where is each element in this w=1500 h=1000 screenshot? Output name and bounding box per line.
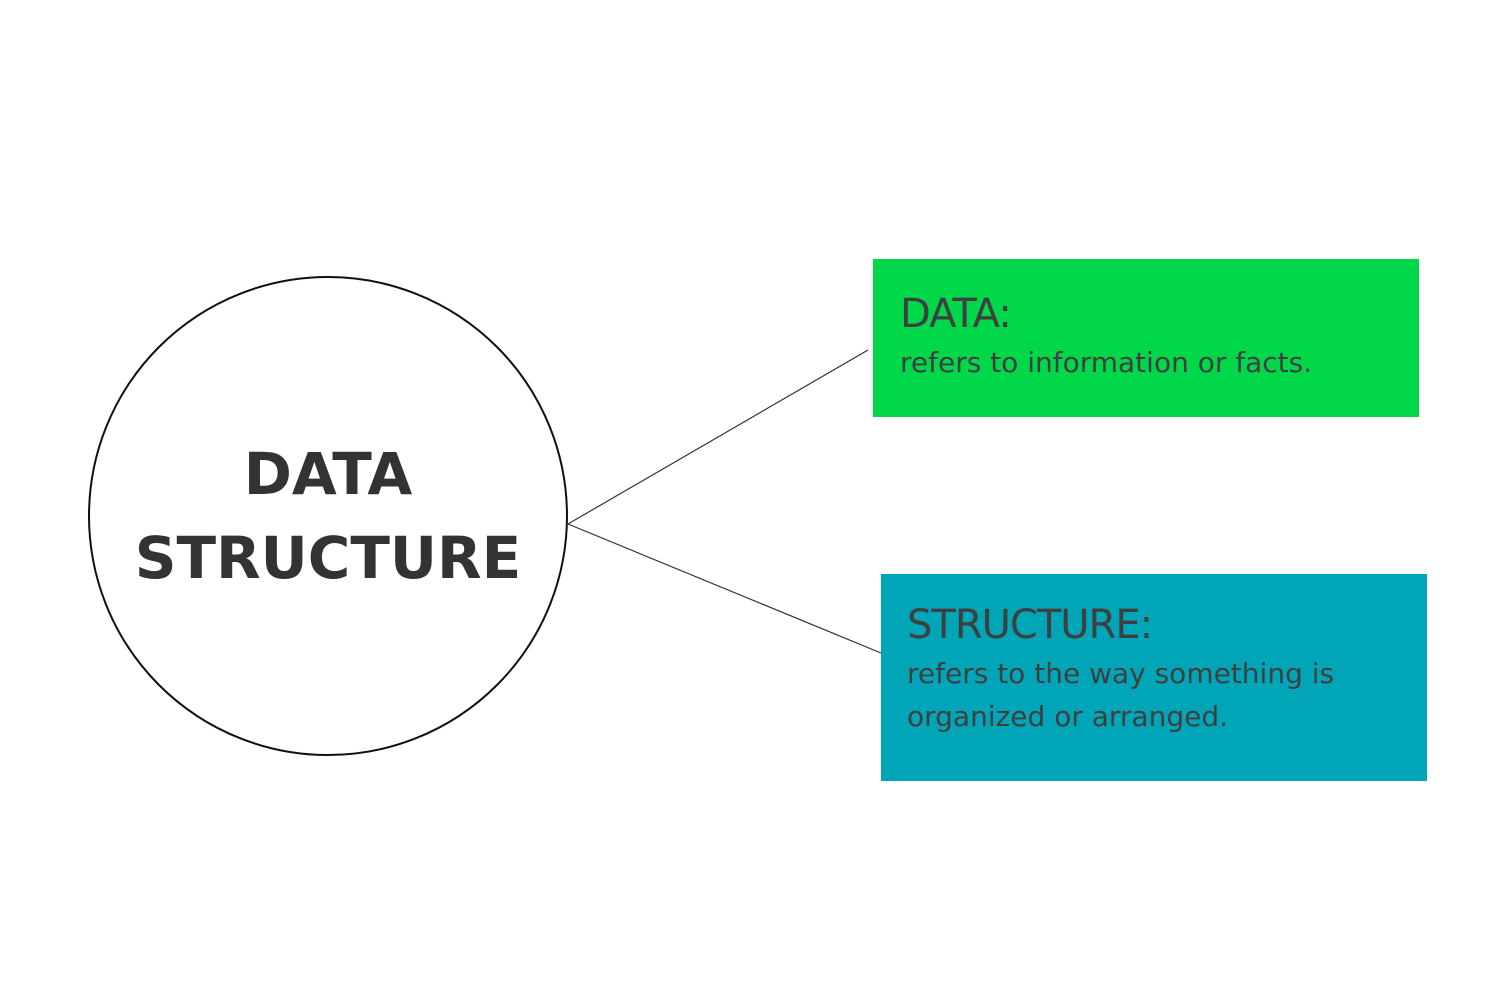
data-definition-text: refers to information or facts. <box>900 346 1313 379</box>
center-label-line-1: DATA <box>243 440 413 508</box>
data-definition-title: DATA: <box>900 291 1012 337</box>
center-circle: DATA STRUCTURE <box>88 276 568 756</box>
structure-definition-text-line-2: organized or arranged. <box>907 700 1229 733</box>
data-definition-box: DATA: refers to information or facts. <box>873 259 1419 417</box>
structure-definition-box: STRUCTURE: refers to the way something i… <box>881 574 1427 781</box>
connector-to-data <box>567 349 869 525</box>
connector-to-structure <box>567 523 882 654</box>
structure-definition-text-line-1: refers to the way something is <box>907 657 1335 690</box>
structure-definition-title: STRUCTURE: <box>907 602 1153 648</box>
center-label-line-2: STRUCTURE <box>134 524 522 592</box>
